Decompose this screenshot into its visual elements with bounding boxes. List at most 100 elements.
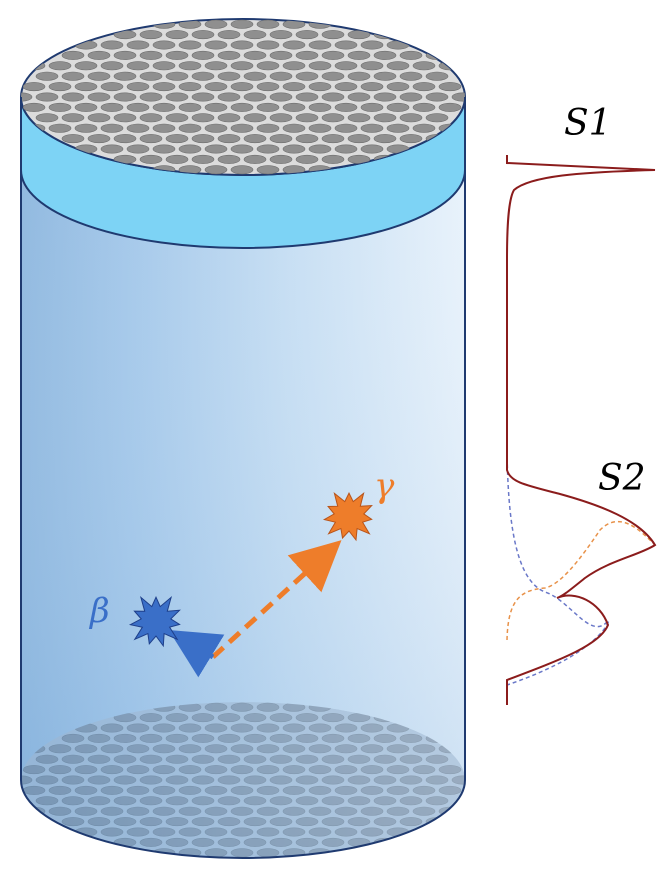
pmt-tube bbox=[126, 785, 150, 795]
pmt-tube bbox=[373, 50, 397, 60]
pmt-tube bbox=[360, 827, 384, 837]
pmt-tube bbox=[243, 713, 267, 723]
pmt-tube bbox=[139, 817, 163, 827]
pmt-tube bbox=[373, 796, 397, 806]
pmt-tube bbox=[165, 30, 189, 40]
pmt-tube bbox=[243, 71, 267, 81]
pmt-tube bbox=[113, 113, 137, 123]
pmt-tube bbox=[217, 71, 241, 81]
pmt-tube bbox=[243, 30, 267, 40]
pmt-tube bbox=[22, 82, 46, 92]
pmt-tube bbox=[373, 92, 397, 102]
pmt-tube bbox=[334, 806, 358, 816]
pmt-tube bbox=[204, 123, 228, 133]
pmt-tube bbox=[269, 134, 293, 144]
pmt-tube bbox=[269, 796, 293, 806]
pmt-tube bbox=[230, 82, 254, 92]
gamma-track-arrow bbox=[211, 540, 342, 659]
pmt-tube bbox=[230, 102, 254, 112]
pmt-tube bbox=[269, 754, 293, 764]
pmt-tube bbox=[334, 40, 358, 50]
pmt-tube bbox=[217, 837, 241, 847]
pmt-tube bbox=[386, 744, 410, 754]
pmt-tube bbox=[295, 713, 319, 723]
pmt-tube bbox=[334, 102, 358, 112]
pmt-tube bbox=[256, 82, 280, 92]
pmt-tube bbox=[126, 827, 150, 837]
pmt-tube bbox=[100, 723, 124, 733]
pmt-tube bbox=[126, 765, 150, 775]
pmt-tube bbox=[412, 102, 436, 112]
pmt-tube bbox=[282, 827, 306, 837]
pmt-tube bbox=[113, 817, 137, 827]
pmt-tube bbox=[256, 827, 280, 837]
pmt-tube bbox=[113, 134, 137, 144]
pmt-tube bbox=[282, 123, 306, 133]
pmt-tube bbox=[399, 71, 423, 81]
pmt-tube bbox=[243, 154, 267, 164]
pmt-tube bbox=[269, 733, 293, 743]
pmt-tube bbox=[139, 71, 163, 81]
pmt-tube bbox=[438, 82, 462, 92]
pmt-tube bbox=[360, 102, 384, 112]
pmt-tube bbox=[399, 775, 423, 785]
pmt-tube bbox=[74, 40, 98, 50]
pmt-tube bbox=[243, 50, 267, 60]
pmt-tube bbox=[35, 796, 59, 806]
pmt-tube bbox=[87, 817, 111, 827]
pmt-tube bbox=[165, 796, 189, 806]
pmt-tube bbox=[334, 765, 358, 775]
pmt-tube bbox=[282, 61, 306, 71]
pmt-tube bbox=[165, 154, 189, 164]
pmt-tube bbox=[178, 723, 202, 733]
pmt-tube bbox=[321, 134, 345, 144]
pmt-tube bbox=[269, 713, 293, 723]
pmt-tube bbox=[152, 744, 176, 754]
pmt-tube bbox=[87, 754, 111, 764]
pmt-tube bbox=[360, 61, 384, 71]
pmt-tube bbox=[256, 702, 280, 712]
pmt-tube bbox=[295, 71, 319, 81]
pmt-tube bbox=[308, 723, 332, 733]
pmt-tube bbox=[100, 61, 124, 71]
pmt-tube bbox=[334, 123, 358, 133]
pmt-tube bbox=[230, 19, 254, 29]
pmt-tube bbox=[152, 40, 176, 50]
beta-label: β bbox=[88, 591, 110, 631]
pmt-tube bbox=[165, 50, 189, 60]
pmt-tube bbox=[360, 765, 384, 775]
pmt-tube bbox=[152, 806, 176, 816]
pmt-tube bbox=[412, 744, 436, 754]
pmt-tube bbox=[74, 102, 98, 112]
pmt-tube bbox=[321, 796, 345, 806]
pmt-tube bbox=[256, 19, 280, 29]
pmt-tube bbox=[282, 765, 306, 775]
pmt-tube bbox=[191, 733, 215, 743]
pmt-tube bbox=[269, 154, 293, 164]
pmt-tube bbox=[178, 827, 202, 837]
pmt-tube bbox=[282, 82, 306, 92]
pmt-tube bbox=[113, 50, 137, 60]
pmt-tube bbox=[126, 102, 150, 112]
pmt-tube bbox=[425, 754, 449, 764]
pmt-tube bbox=[74, 765, 98, 775]
pmt-tube bbox=[191, 817, 215, 827]
detector-body bbox=[21, 97, 465, 858]
pmt-tube bbox=[191, 30, 215, 40]
pmt-tube bbox=[61, 775, 85, 785]
pmt-tube bbox=[425, 92, 449, 102]
pmt-tube bbox=[295, 775, 319, 785]
pmt-tube bbox=[230, 827, 254, 837]
pmt-tube bbox=[139, 754, 163, 764]
pmt-tube bbox=[425, 71, 449, 81]
pmt-tube bbox=[35, 754, 59, 764]
pmt-tube bbox=[412, 82, 436, 92]
pmt-tube bbox=[347, 134, 371, 144]
pmt-tube bbox=[61, 754, 85, 764]
pmt-tube bbox=[35, 113, 59, 123]
pmt-tube bbox=[191, 113, 215, 123]
pmt-tube bbox=[100, 806, 124, 816]
pmt-tube bbox=[256, 848, 280, 858]
pmt-tube bbox=[256, 765, 280, 775]
pmt-tube bbox=[295, 154, 319, 164]
